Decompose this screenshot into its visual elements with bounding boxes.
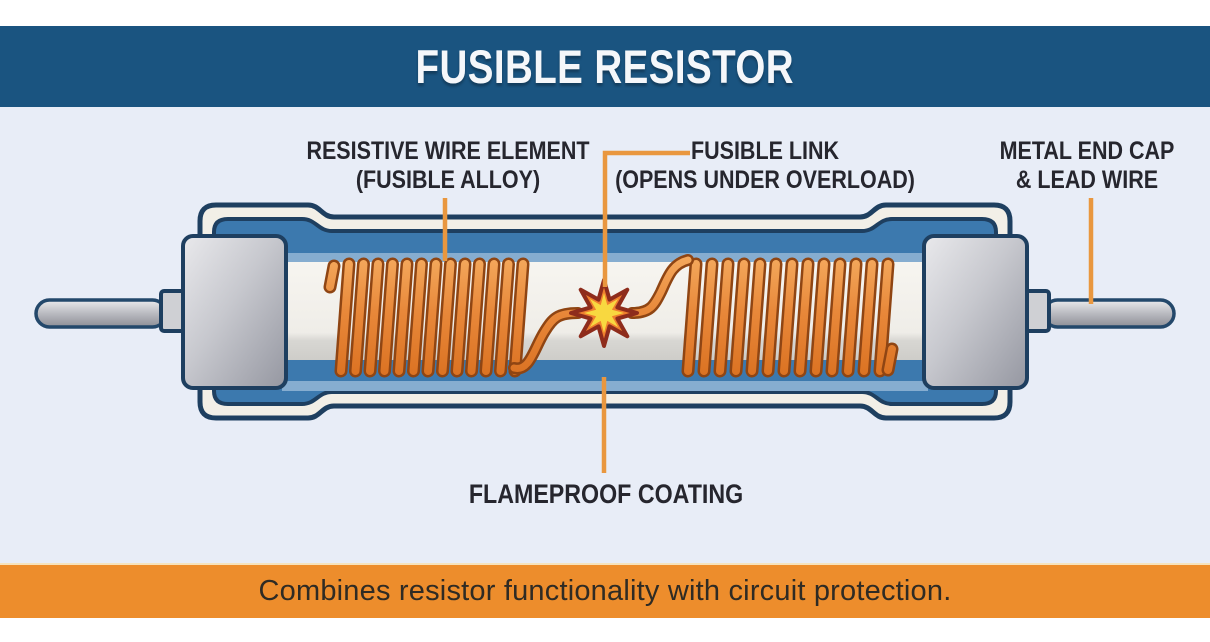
body-highlight-top: [282, 253, 928, 262]
label-line: (FUSIBLE ALLOY): [355, 166, 541, 194]
label-metal-end-cap: METAL END CAP & LEAD WIRE: [1000, 137, 1175, 195]
top-white-strip: [0, 0, 1210, 26]
fusible-link-spark: [569, 278, 639, 348]
lead-wire-right: [1042, 298, 1176, 329]
fusible-link-wire-right: [626, 254, 694, 319]
bottom-white-strip: [0, 618, 1210, 642]
label-flameproof-coating: FLAMEPROOF COATING: [469, 480, 743, 509]
resistor-body-blue: [212, 217, 998, 406]
flameproof-coating-shell: [197, 202, 1013, 421]
label-line: FLAMEPROOF COATING: [468, 479, 744, 509]
label-resistive-wire-element: RESISTIVE WIRE ELEMENT (FUSIBLE ALLOY): [306, 137, 589, 195]
cap-collar-right: [1023, 289, 1051, 333]
resistive-wire-coil-right: [688, 264, 899, 371]
page-title: FUSIBLE RESISTOR: [415, 40, 795, 93]
title-banner: FUSIBLE RESISTOR: [0, 26, 1210, 107]
metal-end-cap-left: [181, 234, 288, 390]
cap-collar-left: [159, 289, 187, 333]
ceramic-core: [282, 262, 928, 360]
label-line: RESISTIVE WIRE ELEMENT: [306, 137, 590, 165]
resistive-wire-coil-left: [323, 264, 523, 371]
label-fusible-link: FUSIBLE LINK (OPENS UNDER OVERLOAD): [615, 137, 915, 195]
label-line: FUSIBLE LINK: [690, 137, 840, 165]
label-line: & LEAD WIRE: [1015, 166, 1159, 194]
label-line: METAL END CAP: [999, 137, 1175, 165]
caption-text: Combines resistor functionality with cir…: [258, 575, 952, 607]
fusible-link-wire-left: [508, 307, 584, 375]
label-line: (OPENS UNDER OVERLOAD): [615, 166, 915, 194]
caption-banner: Combines resistor functionality with cir…: [0, 563, 1210, 618]
lead-wire-left: [34, 298, 168, 329]
body-highlight-bottom: [282, 381, 928, 391]
metal-end-cap-right: [922, 234, 1029, 390]
